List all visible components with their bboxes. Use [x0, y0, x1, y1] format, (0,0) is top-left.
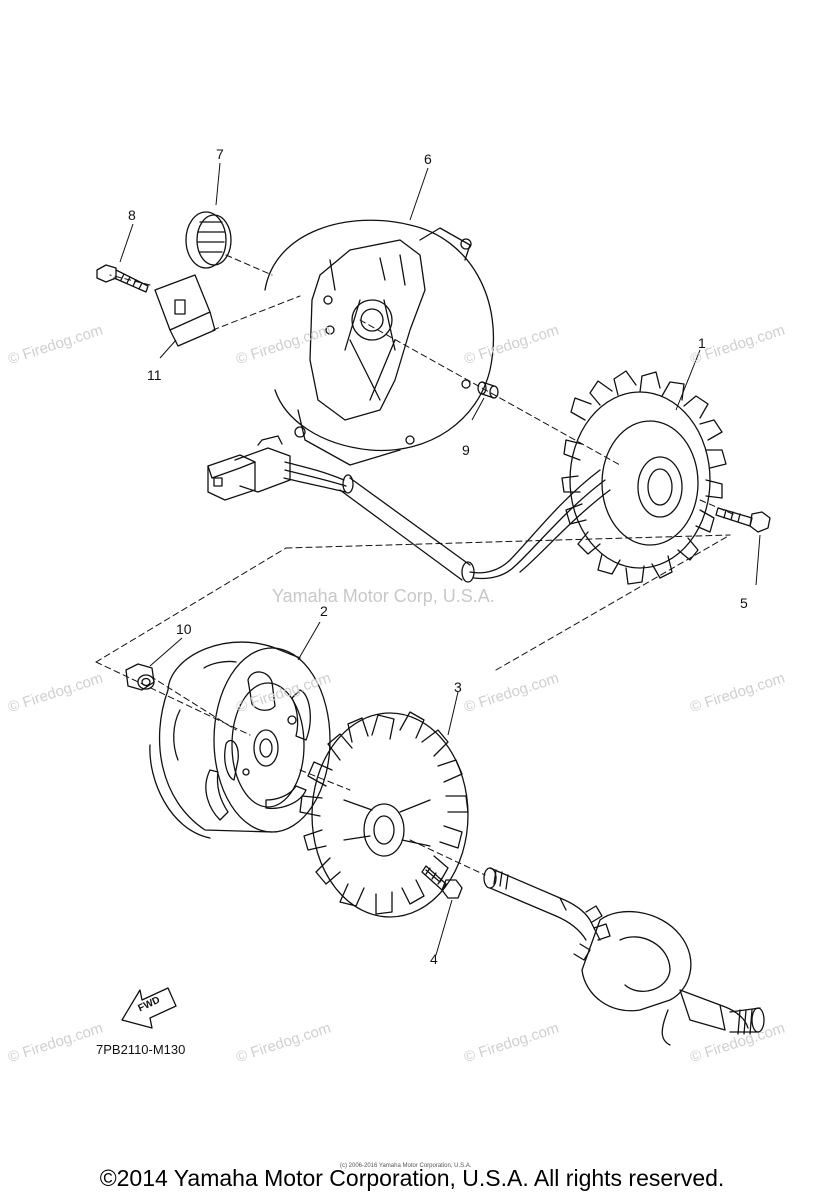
callout-leaders	[119, 162, 761, 956]
callout-9: 9	[462, 442, 470, 458]
callout-4: 4	[430, 951, 438, 967]
part-9-pin	[477, 381, 499, 399]
callout-2: 2	[320, 603, 328, 619]
part-11-bracket	[154, 274, 216, 347]
part-10-nut	[125, 663, 155, 691]
callout-3: 3	[454, 679, 462, 695]
callout-11: 11	[147, 367, 162, 383]
callout-8: 8	[128, 207, 136, 223]
callout-5: 5	[740, 595, 748, 611]
callout-7: 7	[216, 146, 224, 162]
part-3-fan	[299, 711, 469, 918]
copyright-footer: ©2014 Yamaha Motor Corporation, U.S.A. A…	[99, 1165, 725, 1191]
part-4-bolt	[421, 865, 463, 899]
part-6-cover	[264, 219, 495, 466]
crankshaft	[483, 867, 765, 1046]
callout-10: 10	[176, 621, 192, 637]
part-1-stator	[207, 370, 727, 585]
part-7-plug	[185, 211, 232, 269]
callout-6: 6	[424, 151, 432, 167]
tiny-copyright-note: (c) 2006-2016 Yamaha Motor Corporation, …	[340, 1163, 472, 1169]
part-8-bolt	[96, 264, 149, 293]
part-5-bolt	[715, 507, 771, 533]
fwd-arrow-icon	[121, 987, 177, 1029]
figure-code: 7PB2110-M130	[96, 1042, 186, 1057]
leader-lines	[95, 254, 736, 876]
watermark-yamaha: Yamaha Motor Corp, U.S.A.	[272, 586, 495, 606]
part-2-rotor	[149, 641, 331, 839]
callout-1: 1	[698, 335, 706, 351]
